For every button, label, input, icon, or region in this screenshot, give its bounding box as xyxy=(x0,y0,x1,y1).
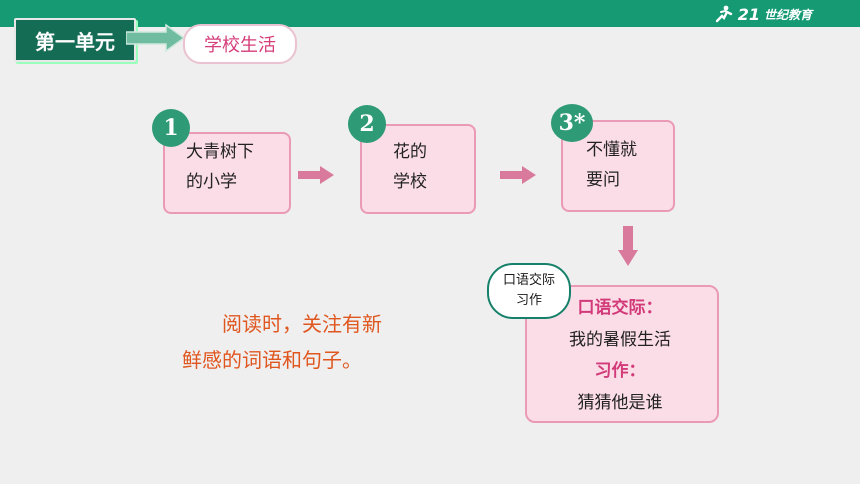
top-banner: 21 世纪教育 xyxy=(0,0,860,27)
lesson-title-2-line2: 学校 xyxy=(393,172,427,192)
unit-label: 第一单元 xyxy=(14,18,136,62)
lesson-number-3: 3* xyxy=(551,104,593,142)
brand-logo: 21 世纪教育 xyxy=(714,4,812,24)
reading-tip: 阅读时，关注有新 鲜感的词语和句子。 xyxy=(182,306,442,378)
right-arrow-icon xyxy=(298,166,334,184)
logo-number: 21 xyxy=(737,4,760,24)
bubble-line2: 习作 xyxy=(515,293,542,308)
lesson-title-1-line1: 大青树下 xyxy=(186,142,254,162)
ribbon-arrow-icon xyxy=(126,23,186,53)
theme-label: 学校生活 xyxy=(183,24,297,64)
lesson-number-1: 1 xyxy=(152,109,190,147)
writing-label: 习作： xyxy=(594,361,646,381)
lesson-card-1[interactable] xyxy=(163,132,291,214)
lesson-card-2[interactable] xyxy=(360,124,476,214)
right-arrow-icon xyxy=(500,166,536,184)
oral-writing-bubble: 口语交际 习作 xyxy=(487,263,571,319)
lesson-title-3-line2: 要问 xyxy=(586,170,620,190)
lesson-title-1-line2: 的小学 xyxy=(186,172,237,192)
reading-tip-line1: 阅读时，关注有新 xyxy=(222,312,382,336)
oral-communication-label: 口语交际： xyxy=(577,298,663,318)
writing-topic: 猜猜他是谁 xyxy=(577,393,663,413)
bubble-line1: 口语交际 xyxy=(502,273,555,288)
oral-communication-topic: 我的暑假生活 xyxy=(569,330,671,350)
reading-tip-line2: 鲜感的词语和句子。 xyxy=(182,348,362,372)
lesson-title-3-line1: 不懂就 xyxy=(586,140,637,160)
logo-text: 世纪教育 xyxy=(763,7,812,22)
down-arrow-icon xyxy=(618,226,638,266)
runner-icon xyxy=(715,5,732,23)
lesson-title-2-line1: 花的 xyxy=(393,142,427,162)
lesson-number-2: 2 xyxy=(348,105,386,143)
